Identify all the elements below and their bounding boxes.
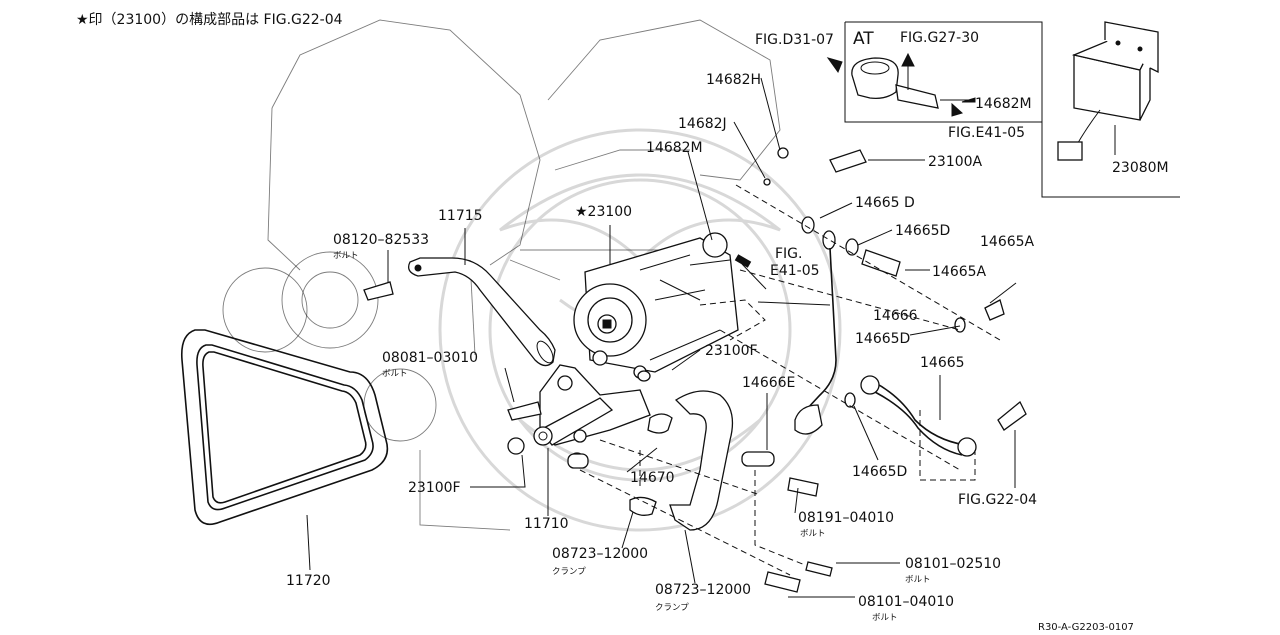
label-08101-b: 08101–04010: [858, 594, 954, 610]
fig-ref-e41: FIG.E41-05: [948, 125, 1025, 141]
label-08723-a: 08723–12000: [552, 546, 648, 562]
label-14682J: 14682J: [678, 116, 727, 132]
label-14665: 14665: [920, 355, 965, 371]
alternator: [573, 232, 752, 379]
label-14665D-b: 14665D: [895, 223, 950, 239]
label-23100F-b: 23100F: [408, 480, 461, 496]
hose: [567, 390, 775, 531]
inset-title: AT: [853, 29, 874, 49]
dashed-lines: [579, 184, 1001, 576]
label-11715: 11715: [438, 208, 483, 224]
label-08723-a-sub: クランプ: [552, 567, 586, 577]
label-14670: 14670: [630, 470, 675, 486]
label-23100: ★23100: [575, 204, 632, 220]
bolts: [363, 147, 1027, 593]
label-14666E: 14666E: [742, 375, 795, 391]
label-23080M: 23080M: [1112, 160, 1169, 176]
label-08723-b: 08723–12000: [655, 582, 751, 598]
control-unit: [1057, 21, 1159, 161]
inset-box: [826, 21, 1180, 198]
label-08191: 08191–04010: [798, 510, 894, 526]
label-14682M: 14682M: [646, 140, 703, 156]
label-14665D-c: 14665D: [855, 331, 910, 347]
label-14666: 14666: [873, 308, 918, 324]
label-14665D-d: 14665D: [852, 464, 907, 480]
fig-g22-ref: FIG.G22-04: [958, 492, 1037, 508]
drive-belt: [180, 329, 389, 526]
label-11710: 11710: [524, 516, 569, 532]
label-14665D-a: 14665 D: [855, 195, 915, 211]
washers: [637, 216, 966, 408]
bracket: [507, 364, 651, 468]
fig-e41-ref-b: E41-05: [770, 263, 820, 279]
label-08081-sub: ボルト: [382, 369, 408, 379]
fig-ref-g27: FIG.G27-30: [900, 30, 979, 46]
adjusting-bar: [407, 257, 556, 367]
label-23100F-a: 23100F: [705, 343, 758, 359]
label-14682H: 14682H: [706, 72, 761, 88]
drawing-code: R30-A-G2203-0107: [1038, 622, 1134, 633]
label-08081: 08081–03010: [382, 350, 478, 366]
label-08101-a: 08101–02510: [905, 556, 1001, 572]
label-08101-b-sub: ボルト: [872, 613, 898, 623]
header-note: ★印（23100）の構成部品は FIG.G22-04: [76, 12, 343, 28]
label-14665A: 14665A: [932, 264, 987, 280]
inset-part-label: 14682M: [975, 96, 1032, 112]
label-08101-a-sub: ボルト: [905, 575, 931, 585]
label-14665A-top: 14665A: [980, 234, 1035, 250]
label-11720: 11720: [286, 573, 331, 589]
label-08723-b-sub: クランプ: [655, 603, 689, 613]
label-23100A: 23100A: [928, 154, 983, 170]
label-08191-sub: ボルト: [800, 529, 826, 539]
label-08120: 08120–82533: [333, 232, 429, 248]
fig-ref-d31: FIG.D31-07: [755, 32, 834, 48]
leader-lines: [306, 77, 1116, 598]
oil-tubes: [794, 247, 977, 457]
label-08120-sub: ボルト: [333, 251, 359, 261]
fig-e41-ref-a: FIG.: [775, 246, 802, 262]
